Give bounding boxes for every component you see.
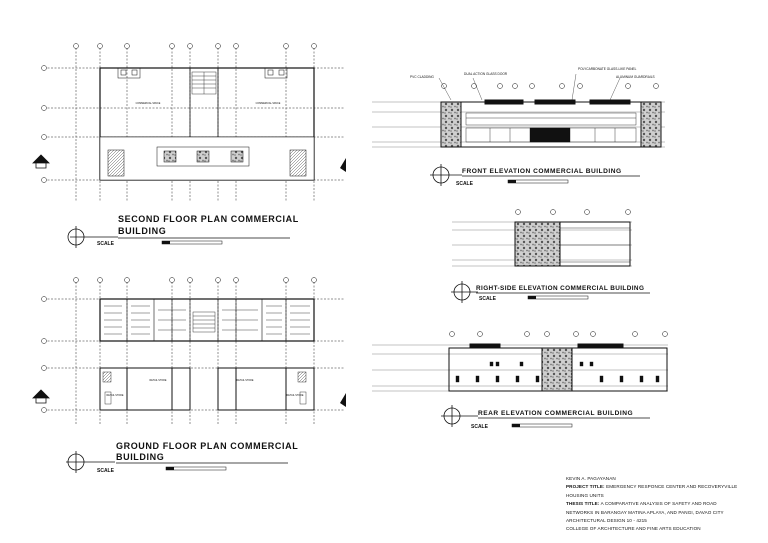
second-floor-title-block: SECOND FLOOR PLAN COMMERCIAL BUILDING SC… [67,214,299,248]
right-elevation-title-block: RIGHT-SIDE ELEVATION COMMERCIAL BUILDING… [451,281,650,303]
course-code: ARCHITECTURAL DESIGN 10 - 4215 [566,518,647,524]
front-elevation-callout-leaders [438,73,621,101]
front-elevation-grid-bubbles [441,83,659,89]
author-name: KEVIN A. PAGAYANAN [566,476,616,481]
thesis-title-row: THESIS TITLE: A COMPARATIVE ANALYSIS OF … [566,500,766,508]
project-title-row: PROJECT TITLE: EMERGENCY RESPONCE CENTER… [566,483,766,491]
project-title-cont: HOUSING UNITS [566,492,604,498]
second-floor-scale-label: SCALE [97,241,115,247]
right-elevation-title: RIGHT-SIDE ELEVATION COMMERCIAL BUILDING [476,285,644,292]
second-floor-title-line2: BUILDING [118,226,166,236]
ground-floor-retail-blocks [99,367,315,411]
section-mark-icon [340,158,346,172]
rear-elevation [372,331,668,392]
thesis-title-value: A COMPARATIVE ANALYSIS OF SAFETY AND ROA… [600,501,717,507]
second-floor-grid-bubbles [41,43,317,183]
ground-floor-plan: RETAIL STORE RETAIL STORE RETAIL STORE R… [32,277,346,425]
front-elevation-title-block: FRONT ELEVATION COMMERCIAL BUILDING SCAL… [430,164,640,187]
second-floor-balcony [99,136,315,181]
rear-elevation-scale-label: SCALE [471,424,489,430]
title-block-info: KEVIN A. PAGAYANAN PROJECT TITLE: EMERGE… [566,475,766,534]
front-callout-glass-door: DUAL ACTION GLASS DOOR [464,72,508,76]
ground-floor-grid-bubbles [41,277,317,413]
rear-elevation-windows [455,361,660,383]
front-elevation-title: FRONT ELEVATION COMMERCIAL BUILDING [462,168,622,175]
front-elevation [372,73,665,148]
rear-elevation-levels [372,344,668,392]
front-callout-polycarbonate: POLYCARBONATE GLASS-LIKE PANEL [578,67,637,71]
thesis-title-label: THESIS TITLE: [566,501,600,507]
second-floor-stair [191,71,217,95]
ground-floor-fixtures [102,371,307,405]
ground-room-label-4: RETAIL STORE [287,394,304,397]
ground-floor-shelves [104,305,310,335]
college-name: COLLEGE OF ARCHITECTURE AND FINE ARTS ED… [566,526,701,532]
front-elevation-levels [372,101,665,148]
north-arrow-icon [32,154,50,169]
right-side-elevation [452,209,632,267]
second-floor-room-right: COMMERCIAL SPACE [256,102,281,105]
project-title-label: PROJECT TITLE: [566,484,605,490]
right-elevation-scale-label: SCALE [479,296,497,302]
ground-floor-stair [192,311,216,333]
front-callout-pvc: PVC CLADDING [410,75,434,79]
second-floor-title-line1: SECOND FLOOR PLAN COMMERCIAL [118,214,299,224]
ground-floor-title-line1: GROUND FLOOR PLAN COMMERCIAL [116,441,298,451]
rear-elevation-title: REAR ELEVATION COMMERCIAL BUILDING [478,410,633,417]
project-title-value: EMERGENCY RESPONCE CENTER AND RECOVERYVI… [606,484,738,490]
second-floor-plan: COMMERCIAL SPACE COMMERCIAL SPACE [32,43,346,202]
rear-elevation-grid-bubbles [449,331,668,337]
ground-floor-title-block: GROUND FLOOR PLAN COMMERCIAL BUILDING SC… [66,441,298,474]
front-elevation-scale-label: SCALE [456,181,474,187]
ground-floor-grid-vertical [75,282,315,425]
north-arrow-ground-icon [32,389,50,404]
section-mark-ground-icon [340,393,346,407]
right-elevation-grid-bubbles [515,209,631,215]
second-floor-toilets [117,67,288,79]
second-floor-room-left: COMMERCIAL SPACE [136,102,161,105]
ground-room-label-3: RETAIL STORE [237,379,254,382]
front-elevation-openings [465,112,637,143]
front-callout-guardrails: ALUMINUM GUARDRAILS [616,75,655,79]
rear-elevation-title-block: REAR ELEVATION COMMERCIAL BUILDING SCALE [441,405,650,430]
ground-room-label-2: RETAIL STORE [150,379,167,382]
ground-floor-title-line2: BUILDING [116,452,164,462]
ground-floor-scale-label: SCALE [97,468,115,474]
thesis-title-cont: NETWORKS IN BARANGAY MATINA APLAYA, AND … [566,509,724,515]
ground-room-label-1: RETAIL STORE [107,394,124,397]
